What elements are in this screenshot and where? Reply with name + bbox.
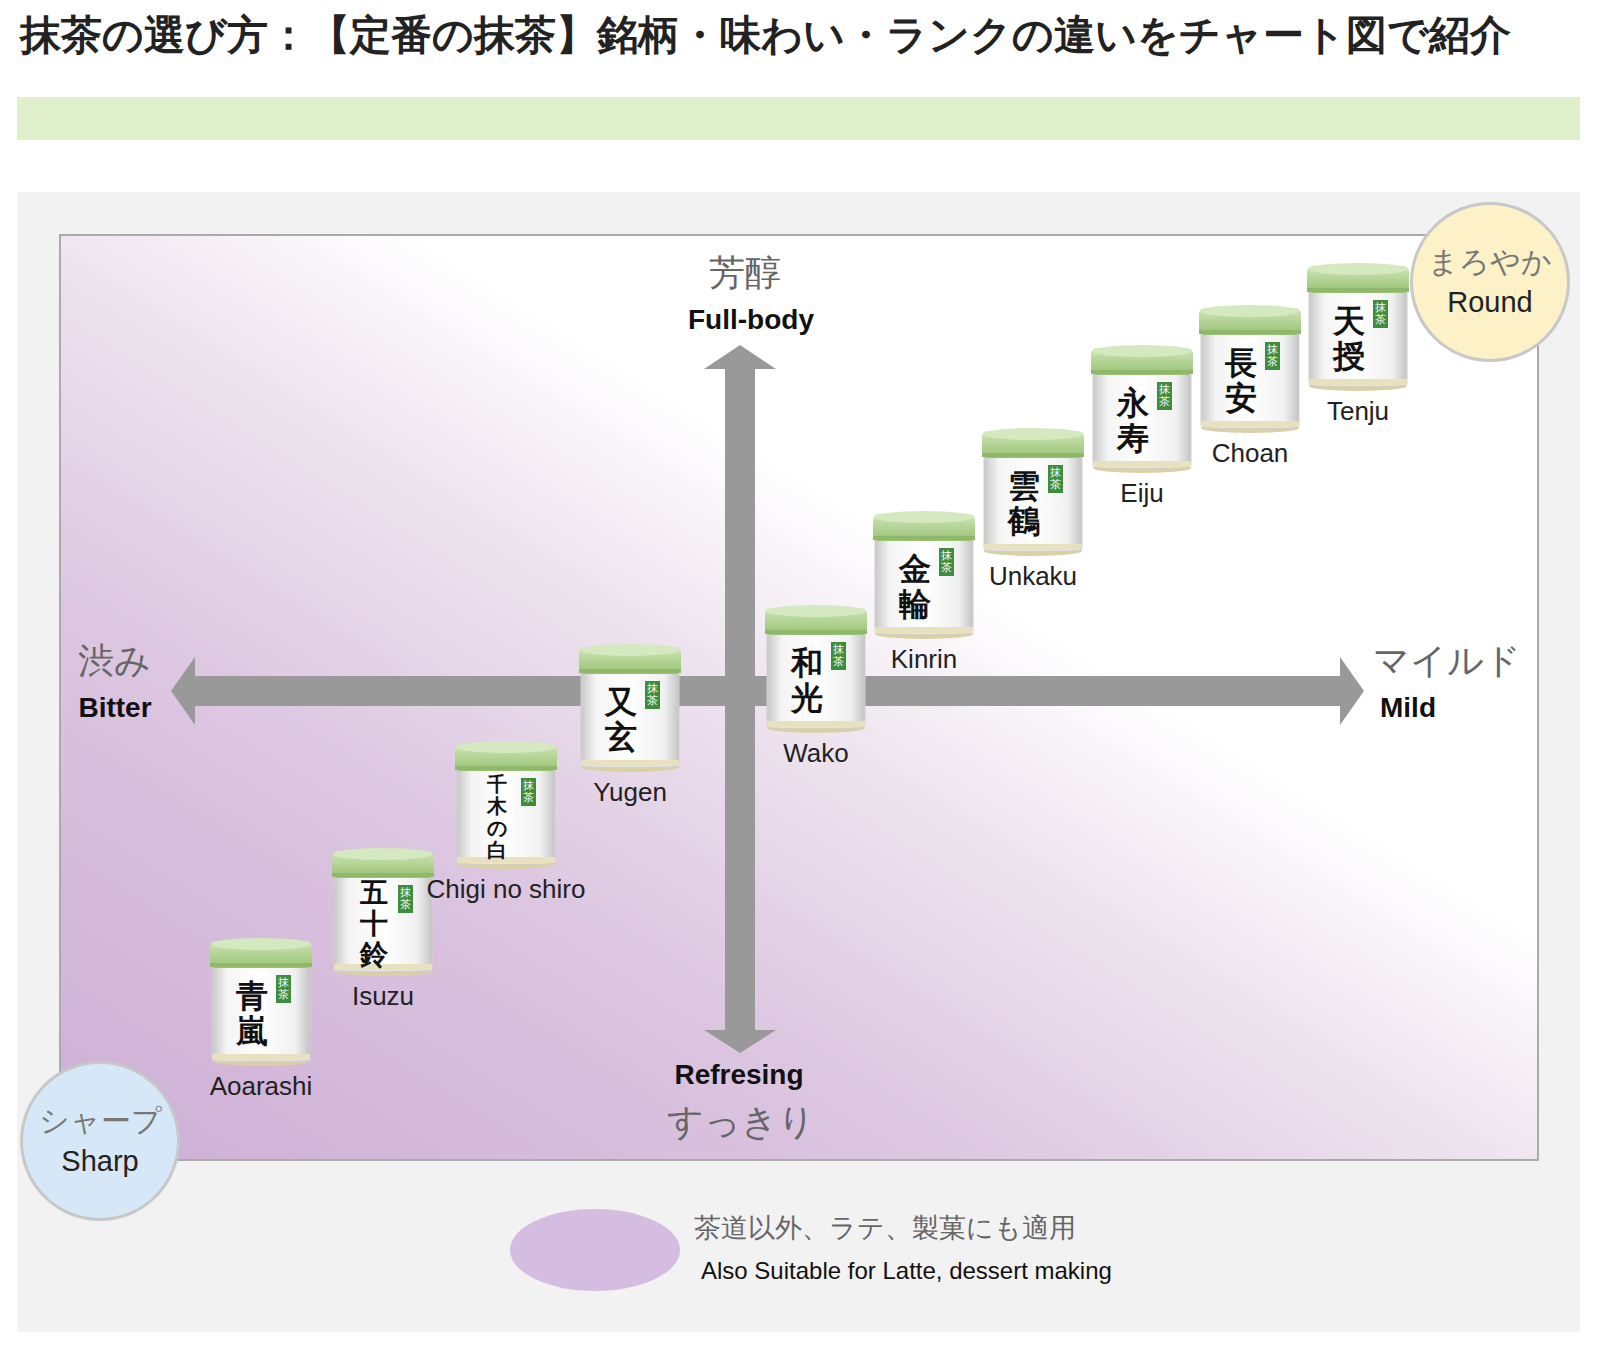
title-band [17, 97, 1580, 140]
brand-kanji: 千木の白 [487, 773, 507, 861]
legend-swatch [510, 1209, 680, 1291]
legend-english: Also Suitable for Latte, dessert making [701, 1256, 1112, 1286]
brand-name: Eiju [1120, 478, 1163, 508]
matcha-label: 抹茶 [939, 548, 954, 576]
tea-tin: 永寿抹茶Eiju [1091, 344, 1193, 474]
brand-name: Aoarashi [210, 1071, 313, 1101]
tea-tin: 和光抹茶Wako [765, 604, 867, 734]
tea-tin: 金輪抹茶Kinrin [873, 510, 975, 640]
legend-swatch-svg [505, 1205, 685, 1295]
circle-japanese: シャープ [39, 1101, 162, 1141]
axis-label: 渋み [78, 639, 151, 683]
tea-tin: 千木の白抹茶Chigi no shiro [455, 740, 557, 870]
brand-name: Isuzu [352, 981, 414, 1011]
panel [17, 192, 1580, 1332]
brand-name: Choan [1212, 438, 1289, 468]
brand-kanji: 青嵐 [236, 979, 268, 1049]
axis-label: Bitter [78, 690, 151, 726]
brand-kanji: 和光 [791, 646, 823, 716]
brand-name: Kinrin [891, 644, 957, 674]
circle-japanese: まろやか [1428, 242, 1552, 282]
taste-circle: シャープSharp [20, 1061, 180, 1221]
matcha-label: 抹茶 [1373, 300, 1388, 328]
matcha-label: 抹茶 [645, 681, 660, 709]
matcha-label: 抹茶 [1048, 465, 1063, 493]
brand-name: Tenju [1327, 396, 1389, 426]
matcha-label: 抹茶 [276, 975, 291, 1003]
brand-name: Unkaku [989, 561, 1077, 591]
chart-frame [60, 235, 1538, 1160]
matcha-label: 抹茶 [398, 885, 413, 913]
matcha-label: 抹茶 [831, 642, 846, 670]
matcha-label: 抹茶 [1157, 382, 1172, 410]
taste-circle: まろやかRound [1410, 202, 1570, 362]
brand-name: Wako [783, 738, 849, 768]
matcha-label: 抹茶 [521, 778, 536, 806]
tea-tin: 長安抹茶Choan [1199, 304, 1301, 434]
brand-kanji: 永寿 [1117, 386, 1149, 456]
axis-label: マイルド [1373, 639, 1521, 683]
brand-kanji: 五十鈴 [360, 878, 388, 970]
brand-name: Yugen [593, 777, 667, 807]
axis-label: Mild [1380, 690, 1436, 726]
tea-tin: 又玄抹茶Yugen [579, 643, 681, 773]
circle-english: Round [1447, 282, 1532, 322]
legend-text: 茶道以外、ラテ、製菓にも適用 [694, 1209, 1076, 1247]
axis-label: Full-body [688, 302, 814, 338]
axis-label: すっきり [667, 1100, 815, 1144]
tea-tin: 五十鈴抹茶Isuzu [332, 847, 434, 977]
axis-label: Refresing [674, 1057, 803, 1093]
tea-tin: 天授抹茶Tenju [1307, 262, 1409, 392]
brand-name: Chigi no shiro [427, 874, 586, 904]
brand-kanji: 金輪 [899, 552, 931, 622]
tea-tin: 青嵐抹茶Aoarashi [210, 937, 312, 1067]
title: 抹茶の選び方：【定番の抹茶】銘柄・味わい・ランクの違いをチャート図で紹介 [20, 6, 1585, 64]
brand-kanji: 又玄 [605, 685, 637, 755]
matcha-label: 抹茶 [1265, 342, 1280, 370]
brand-kanji: 長安 [1225, 346, 1257, 416]
brand-kanji: 雲鶴 [1008, 469, 1040, 539]
axis-label: 芳醇 [709, 251, 781, 295]
tea-tin: 雲鶴抹茶Unkaku [982, 427, 1084, 557]
brand-kanji: 天授 [1333, 304, 1365, 374]
circle-english: Sharp [61, 1141, 138, 1181]
